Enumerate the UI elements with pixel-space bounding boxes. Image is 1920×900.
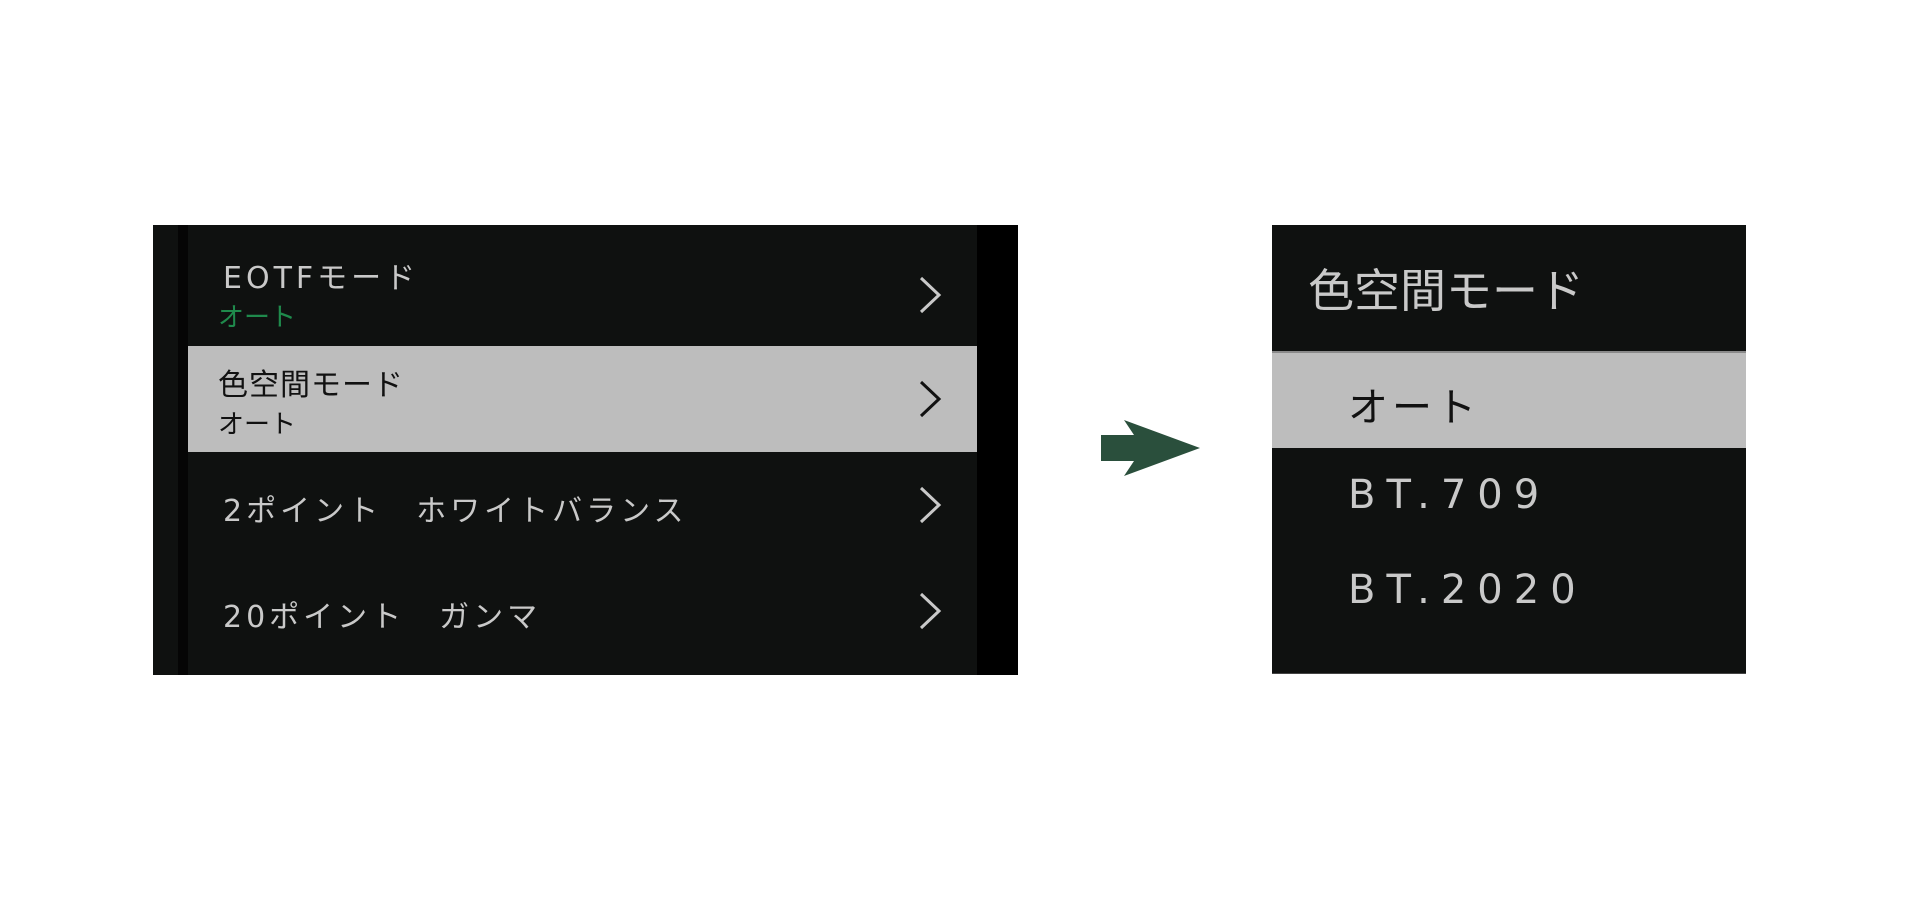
menu-item-color-space-mode[interactable]: 色空間モード オート	[188, 346, 977, 452]
chevron-right-icon	[918, 379, 942, 419]
menu-item-2point-white-balance[interactable]: 2ポイント ホワイトバランス	[188, 453, 977, 558]
settings-menu-list: EOTFモード オート 色空間モード オート 2ポイント ホワイトバランス 20…	[188, 225, 977, 675]
chevron-right-icon	[918, 485, 942, 525]
menu-item-label: 色空間モード	[218, 368, 404, 403]
option-label: オート	[1348, 385, 1480, 431]
settings-menu-panel: EOTFモード オート 色空間モード オート 2ポイント ホワイトバランス 20…	[153, 225, 1018, 675]
option-bt709[interactable]: BT.709	[1272, 448, 1746, 545]
menu-item-20point-gamma[interactable]: 20ポイント ガンマ	[188, 558, 977, 675]
menu-item-value: オート	[218, 303, 297, 333]
transition-arrow-icon	[1100, 419, 1202, 477]
option-label: BT.709	[1348, 472, 1551, 518]
color-space-submenu: 色空間モード オート BT.709 BT.2020	[1272, 225, 1746, 674]
menu-side-strip	[153, 225, 188, 675]
chevron-right-icon	[918, 591, 942, 631]
option-auto[interactable]: オート	[1272, 351, 1746, 448]
option-label: BT.2020	[1348, 567, 1587, 613]
menu-item-label: 2ポイント ホワイトバランス	[223, 494, 688, 529]
menu-item-eotf-mode[interactable]: EOTFモード オート	[188, 225, 977, 345]
chevron-right-icon	[918, 275, 942, 315]
menu-item-label: EOTFモード	[223, 261, 420, 296]
submenu-title: 色空間モード	[1308, 264, 1584, 318]
option-bt2020[interactable]: BT.2020	[1272, 543, 1746, 640]
menu-item-value: オート	[218, 410, 297, 440]
menu-item-label: 20ポイント ガンマ	[223, 600, 542, 635]
